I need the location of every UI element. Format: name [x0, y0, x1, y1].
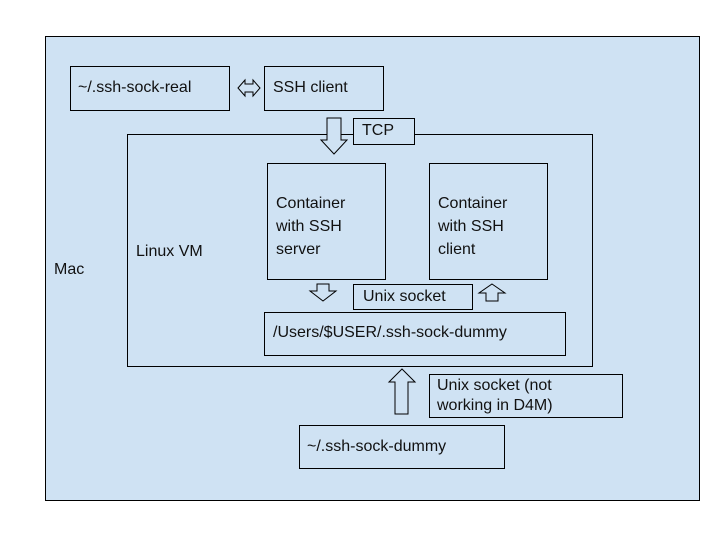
linux-vm-label: Linux VM: [136, 243, 203, 260]
bidirectional-arrow-icon: [237, 78, 261, 98]
unix-socket-not-working-label: Unix socket (not working in D4M): [437, 377, 553, 414]
ssh-sock-real-label: ~/.ssh-sock-real: [78, 79, 192, 96]
tcp-box: [353, 118, 415, 145]
tcp-label: TCP: [362, 122, 394, 139]
unix-socket-not-working-box: [429, 374, 623, 418]
container-ssh-client-box: [429, 163, 548, 280]
unix-socket-label: Unix socket: [363, 288, 446, 305]
container-ssh-server-box: [267, 163, 386, 280]
up-arrow-mac-icon: [387, 368, 417, 415]
down-arrow-server-icon: [308, 283, 338, 302]
home-sock-dummy-box: [299, 425, 505, 469]
users-sock-dummy-box: [264, 312, 566, 356]
unix-socket-box: [353, 284, 473, 310]
container-ssh-server-label: Container with SSH server: [276, 195, 346, 258]
users-sock-dummy-label: /Users/$USER/.ssh-sock-dummy: [273, 324, 507, 341]
ssh-client-label: SSH client: [273, 79, 348, 96]
mac-label: Mac: [54, 261, 85, 278]
ssh-sock-real-box: [70, 66, 230, 111]
container-ssh-client-label: Container with SSH client: [438, 195, 508, 258]
up-arrow-client-icon: [477, 283, 507, 302]
home-sock-dummy-label: ~/.ssh-sock-dummy: [307, 438, 447, 455]
down-arrow-tcp-icon: [319, 117, 349, 155]
ssh-client-box: [264, 66, 384, 111]
